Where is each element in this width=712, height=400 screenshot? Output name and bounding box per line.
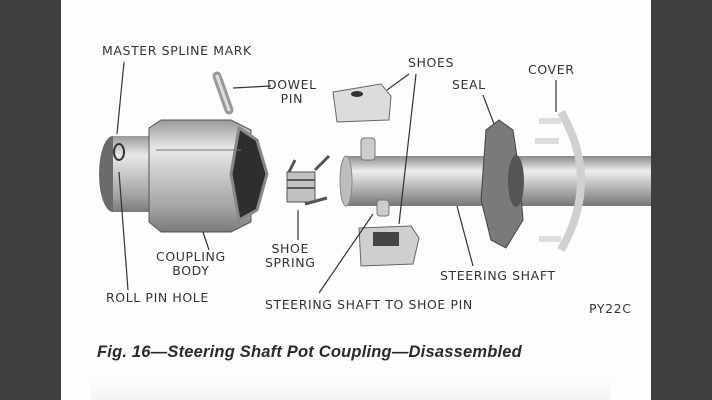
label-shoe-spring-line2: SPRING: [265, 255, 316, 271]
shoe-spring: [286, 154, 331, 206]
coupling-body: [99, 119, 269, 233]
dowel-pin: [212, 71, 234, 115]
label-dowel-pin-line1: DOWEL: [267, 77, 317, 92]
label-shoe-spring-line1: SHOE: [271, 241, 309, 256]
label-shoe-spring: SHOE SPRING: [265, 241, 316, 271]
figure-code: PY22C: [589, 301, 632, 316]
label-steering-shaft-to-shoe-pin: STEERING SHAFT TO SHOE PIN: [265, 297, 473, 312]
bleed-through-text: [91, 378, 611, 400]
label-master-spline-mark: MASTER SPLINE MARK: [102, 43, 252, 58]
seal: [480, 119, 524, 249]
label-dowel-pin: DOWEL PIN: [267, 77, 317, 107]
label-coupling-body-line1: COUPLING: [156, 249, 226, 264]
shoe-lower: [358, 225, 420, 267]
label-seal: SEAL: [452, 77, 486, 92]
label-coupling-body-line2: BODY: [172, 263, 210, 279]
label-coupling-body: COUPLING BODY: [156, 249, 226, 279]
label-roll-pin-hole: ROLL PIN HOLE: [106, 290, 209, 305]
leader-lines: [116, 61, 557, 294]
exploded-diagram: [99, 61, 651, 294]
shoe-upper: [332, 83, 392, 123]
document-page: MASTER SPLINE MARK DOWEL PIN SHOES SEAL …: [61, 0, 651, 400]
label-shoes: SHOES: [408, 55, 455, 70]
cover: [535, 109, 585, 252]
figure-caption: Fig. 16—Steering Shaft Pot Coupling—Disa…: [97, 343, 522, 361]
label-cover: COVER: [528, 62, 575, 77]
label-dowel-pin-line2: PIN: [280, 91, 304, 107]
label-steering-shaft: STEERING SHAFT: [440, 268, 556, 283]
